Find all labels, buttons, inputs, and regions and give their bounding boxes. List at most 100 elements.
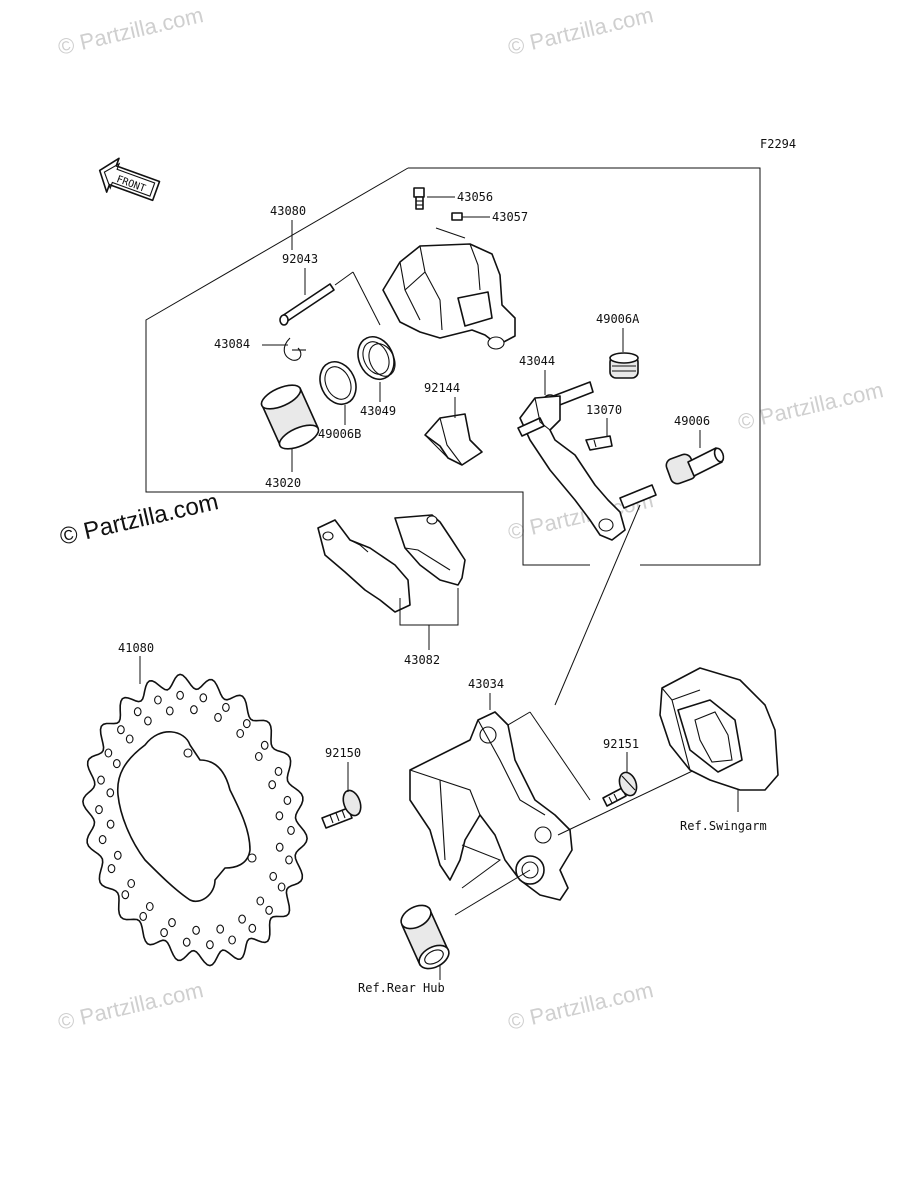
swingarm-reference [659,667,779,791]
disc-drill-hole [216,924,225,934]
diagram-code: F2294 [760,137,796,151]
bolt-92150 [321,789,362,829]
collar-rear-hub [400,904,450,970]
disc-drill-hole [275,842,284,852]
part-label-43080: 43080 [270,204,306,218]
assembly-outline [408,167,761,566]
bolt-92151 [602,771,638,807]
boot-49006A [609,352,639,379]
plate-13070 [585,435,613,451]
disc-drill-hole [192,925,200,935]
disc-drill-hole [176,690,184,700]
seal-49006B [319,361,357,405]
disc-drill-hole [106,788,115,798]
disc-drill-hole [107,864,116,874]
assembly-outline [145,167,590,566]
part-label-92043: 92043 [282,252,318,266]
disc-drill-hole [154,695,162,705]
part-label-43034: 43034 [468,677,504,691]
ref-rear-hub-label: Ref.Rear Hub [358,981,445,995]
piston-43020 [260,384,320,450]
part-label-49006A: 49006A [596,312,640,326]
disc-drill-hole [98,835,107,845]
watermark: © Partzilla.com [56,2,206,60]
part-label-49006B: 49006B [318,427,361,441]
watermark: © Partzilla.com [56,977,206,1035]
disc-drill-hole [95,805,103,815]
disc-drill-hole [268,780,277,790]
disc-drill-hole [222,702,230,712]
disc-drill-hole [168,918,176,928]
disc-drill-hole [254,751,263,762]
disc-drill-hole [275,811,284,821]
disc-drill-hole [144,716,152,726]
brake-pad-43082-a [317,519,411,613]
disc-drill-hole [160,928,168,938]
caliper-body [382,243,516,350]
pin-92043 [279,283,335,326]
part-label-43057: 43057 [492,210,528,224]
bleed-cap-43057 [451,212,463,221]
disc-drill-hole [127,878,136,889]
clip-43084 [283,337,306,361]
part-label-92144: 92144 [424,381,460,395]
disc-drill-hole [145,901,154,912]
front-arrow-icon: FRONT [98,157,161,202]
disc-drill-hole [283,795,292,805]
disc-drill-hole [125,734,134,744]
disc-drill-hole [228,935,236,945]
disc-drill-hole [199,693,208,703]
disc-drill-hole [242,719,251,729]
part-label-13070: 13070 [586,403,622,417]
disc-drill-hole [248,923,257,933]
part-label-92151: 92151 [603,737,639,751]
part-label-41080: 41080 [118,641,154,655]
disc-drill-hole [206,940,214,950]
disc-drill-hole [274,766,283,776]
part-label-43082: 43082 [404,653,440,667]
disc-drill-hole [133,707,142,717]
disc-drill-hole [277,882,286,892]
part-label-43049: 43049 [360,404,396,418]
disc-drill-hole [97,775,105,785]
seal-43049 [357,336,396,380]
disc-drill-hole [112,759,121,769]
caliper-bracket-43044 [517,381,657,541]
part-label-43056: 43056 [457,190,493,204]
part-label-49006: 49006 [674,414,710,428]
watermark: © Partzilla.com [506,977,656,1035]
disc-drill-hole [182,937,191,947]
brake-disc-41080 [82,673,308,967]
part-label-43044: 43044 [519,354,555,368]
disc-drill-hole [117,725,125,735]
part-label-43020: 43020 [265,476,301,490]
bleed-valve-43056 [413,187,425,210]
disc-drill-hole [285,855,293,865]
disc-drill-hole [214,712,222,722]
disc-drill-hole [106,819,115,829]
brake-pad-43082-b [394,514,466,586]
disc-drill-hole [265,905,273,915]
disc-drill-hole [190,705,198,715]
disc-drill-hole [165,706,174,716]
disc-drill-hole [104,748,113,758]
watermark: © Partzilla.com [736,377,886,435]
disc-drill-hole [121,890,130,900]
part-label-92150: 92150 [325,746,361,760]
watermark: © Partzilla.com [506,2,656,60]
disc-drill-hole [139,911,148,921]
disc-drill-hole [113,850,122,860]
disc-drill-hole [287,825,295,835]
ref-swingarm-label: Ref.Swingarm [680,819,767,833]
part-label-43084: 43084 [214,337,250,351]
disc-drill-hole [256,896,265,906]
disc-drill-hole [238,914,246,924]
disc-drill-hole [236,728,245,739]
caliper-mount-43034 [409,711,573,901]
pad-spring-92144 [424,413,483,466]
disc-drill-hole [269,871,278,881]
watermark-featured: © Partzilla.com [57,488,221,551]
boot-49006 [665,447,725,485]
disc-drill-hole [260,740,269,750]
